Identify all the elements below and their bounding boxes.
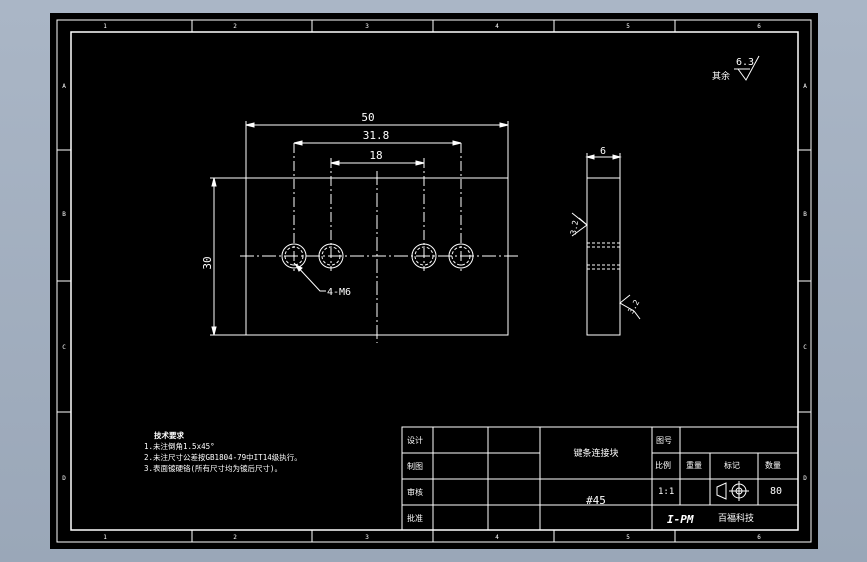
- zone-right-b: B: [803, 211, 807, 218]
- tech-req-line-3: 3.表面镀硬铬(所有尺寸均为镀后尺寸)。: [144, 463, 282, 473]
- roughness-symbol-icon: [737, 55, 760, 81]
- dim-inner-holes: 18: [369, 149, 382, 162]
- tb-part-name: 键条连接块: [573, 447, 618, 459]
- tb-scale-value: 1:1: [658, 487, 674, 497]
- zone-bottom-3: 3: [365, 534, 369, 541]
- tb-company-name: 百福科技: [718, 512, 754, 524]
- zone-left-a: A: [62, 83, 66, 90]
- general-roughness-note: 其余 6.3: [712, 55, 760, 82]
- roughness-symbol-right-icon: [619, 294, 635, 312]
- roughness-value-left: 3.2: [569, 219, 580, 235]
- zone-top-6: 6: [757, 23, 761, 30]
- dim-outer-holes: 31.8: [363, 129, 390, 142]
- tb-drawing-no-label: 图号: [656, 436, 672, 445]
- tech-req-title: 技术要求: [154, 430, 184, 440]
- tb-header-weight: 重量: [686, 460, 702, 470]
- threaded-hole-4: [448, 243, 474, 269]
- tb-label-approve: 批准: [407, 513, 423, 523]
- tb-header-scale: 比例: [655, 460, 671, 470]
- hole-callout: 4-M6: [327, 287, 351, 298]
- zone-top-1: 1: [103, 23, 107, 30]
- tb-material: #45: [586, 494, 606, 507]
- tech-req-line-2: 2.未注尺寸公差按GB1804-79中IT14级执行。: [144, 452, 302, 462]
- zone-left-b: B: [62, 211, 66, 218]
- drawing-sheet: 1 2 3 4 5 6 1 2 3 4 5 6 A B C D A B C D …: [50, 13, 818, 549]
- tb-header-mark: 标记: [724, 460, 740, 470]
- tb-header-quantity: 数量: [765, 460, 781, 470]
- side-view: [571, 153, 641, 336]
- zone-bottom-6: 6: [757, 534, 761, 541]
- tb-quantity-value: 80: [770, 486, 782, 497]
- roughness-note-value: 6.3: [736, 57, 754, 68]
- zone-left-d: D: [62, 475, 66, 482]
- roughness-value-right: 3.2: [626, 298, 641, 315]
- tech-req-line-1: 1.未注倒角1.5x45°: [144, 441, 215, 451]
- technical-requirements: 技术要求 1.未注倒角1.5x45° 2.未注尺寸公差按GB1804-79中IT…: [144, 430, 302, 473]
- roughness-note-label: 其余: [712, 70, 730, 82]
- title-block: [401, 426, 799, 531]
- side-view-outline: [586, 177, 621, 336]
- zone-top-4: 4: [495, 23, 499, 30]
- dim-thickness: 6: [600, 146, 606, 157]
- zone-right-d: D: [803, 475, 807, 482]
- zone-top-2: 2: [233, 23, 237, 30]
- tb-label-design: 设计: [407, 435, 423, 445]
- tb-label-review: 审核: [407, 487, 423, 497]
- threaded-hole-1: [281, 243, 307, 269]
- zone-left-c: C: [62, 344, 66, 351]
- dim-height: 30: [201, 256, 214, 269]
- zone-top-3: 3: [365, 23, 369, 30]
- zone-right-c: C: [803, 344, 807, 351]
- cad-drawing: 1 2 3 4 5 6 1 2 3 4 5 6 A B C D A B C D …: [56, 19, 812, 543]
- zone-bottom-5: 5: [626, 534, 630, 541]
- zone-top-5: 5: [626, 23, 630, 30]
- zone-bottom-1: 1: [103, 534, 107, 541]
- front-view: [210, 121, 520, 343]
- zone-bottom-4: 4: [495, 534, 499, 541]
- zone-right-a: A: [803, 83, 807, 90]
- company-logo: I-PM: [667, 513, 694, 526]
- tb-label-drafting: 制图: [407, 461, 423, 471]
- zone-bottom-2: 2: [233, 534, 237, 541]
- projection-symbol-icon: [716, 481, 749, 501]
- dim-total-width: 50: [361, 111, 374, 124]
